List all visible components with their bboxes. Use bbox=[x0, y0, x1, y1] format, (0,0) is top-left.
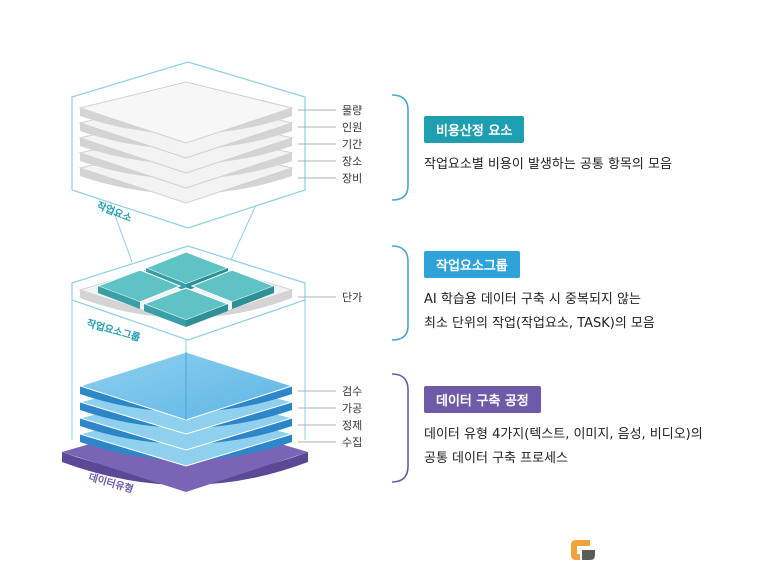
desc-data-process: 데이터 유형 4가지(텍스트, 이미지, 음성, 비디오)의 공통 데이터 구축… bbox=[424, 423, 703, 471]
teal-tile bbox=[190, 269, 276, 309]
desc-line: AI 학습용 데이터 구축 시 중복되지 않는 bbox=[424, 292, 641, 307]
badge-work-group: 작업요소그룹 bbox=[424, 251, 520, 278]
desc-line: 데이터 유형 4가지(텍스트, 이미지, 음성, 비디오)의 bbox=[424, 427, 703, 442]
teal-tile bbox=[142, 287, 230, 327]
group-base-plate bbox=[80, 290, 292, 318]
desc-work-group: AI 학습용 데이터 구축 시 중복되지 않는 최소 단위의 작업(작업요소, … bbox=[424, 288, 655, 336]
plate-label-processing: 가공 bbox=[342, 402, 362, 415]
desc-line: 작업요소별 비용이 발생하는 공통 항목의 모음 bbox=[424, 157, 672, 172]
plate-label-unit-price: 단가 bbox=[342, 291, 362, 304]
section-work-group: 작업요소그룹 AI 학습용 데이터 구축 시 중복되지 않는 최소 단위의 작업… bbox=[424, 251, 655, 336]
plate-label-inspection: 검수 bbox=[342, 385, 362, 398]
section-cost-elements: 비용산정 요소 작업요소별 비용이 발생하는 공통 항목의 모음 bbox=[424, 116, 672, 177]
plate-label-place: 장소 bbox=[342, 155, 362, 168]
plate-label-period: 기간 bbox=[342, 138, 362, 151]
badge-cost-elements: 비용산정 요소 bbox=[424, 116, 525, 143]
work-element-layer: 작업요소 bbox=[71, 61, 306, 229]
plate-label-equipment: 장비 bbox=[342, 172, 362, 185]
desc-line: 최소 단위의 작업(작업요소, TASK)의 모음 bbox=[424, 316, 655, 331]
work-group-layer: 작업요소그룹 bbox=[71, 245, 306, 344]
white-plate-top bbox=[78, 81, 294, 144]
badge-data-process: 데이터 구축 공정 bbox=[424, 386, 541, 413]
plate-label-refinement: 정제 bbox=[342, 419, 362, 432]
desc-line: 공통 데이터 구축 프로세스 bbox=[424, 451, 568, 466]
desc-cost-elements: 작업요소별 비용이 발생하는 공통 항목의 모음 bbox=[424, 153, 672, 177]
g-logo-icon bbox=[571, 540, 595, 560]
teal-tile bbox=[96, 269, 182, 309]
data-type-layer: 데이터유형 bbox=[62, 351, 308, 496]
data-type-side-labels: 검수 가공 정제 수집 bbox=[298, 385, 362, 449]
work-element-side-labels: 물량 인원 기간 장소 장비 bbox=[298, 104, 362, 185]
section-data-process: 데이터 구축 공정 데이터 유형 4가지(텍스트, 이미지, 음성, 비디오)의… bbox=[424, 386, 703, 471]
plate-label-collection: 수집 bbox=[342, 436, 362, 449]
brackets bbox=[391, 94, 409, 483]
bracket-top bbox=[391, 94, 409, 201]
bracket-middle bbox=[391, 245, 409, 341]
bracket-bottom bbox=[391, 373, 409, 483]
work-group-side-labels: 단가 bbox=[298, 291, 362, 304]
plate-label-quantity: 물량 bbox=[342, 104, 362, 117]
plate-label-personnel: 인원 bbox=[342, 121, 362, 134]
